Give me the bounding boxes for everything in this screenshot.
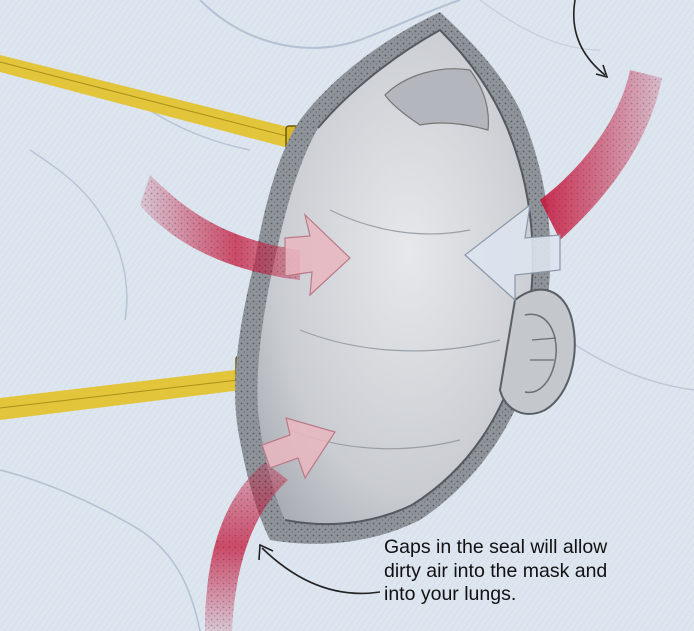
caption-text: Gaps in the seal will allow dirty air in…	[384, 536, 614, 607]
